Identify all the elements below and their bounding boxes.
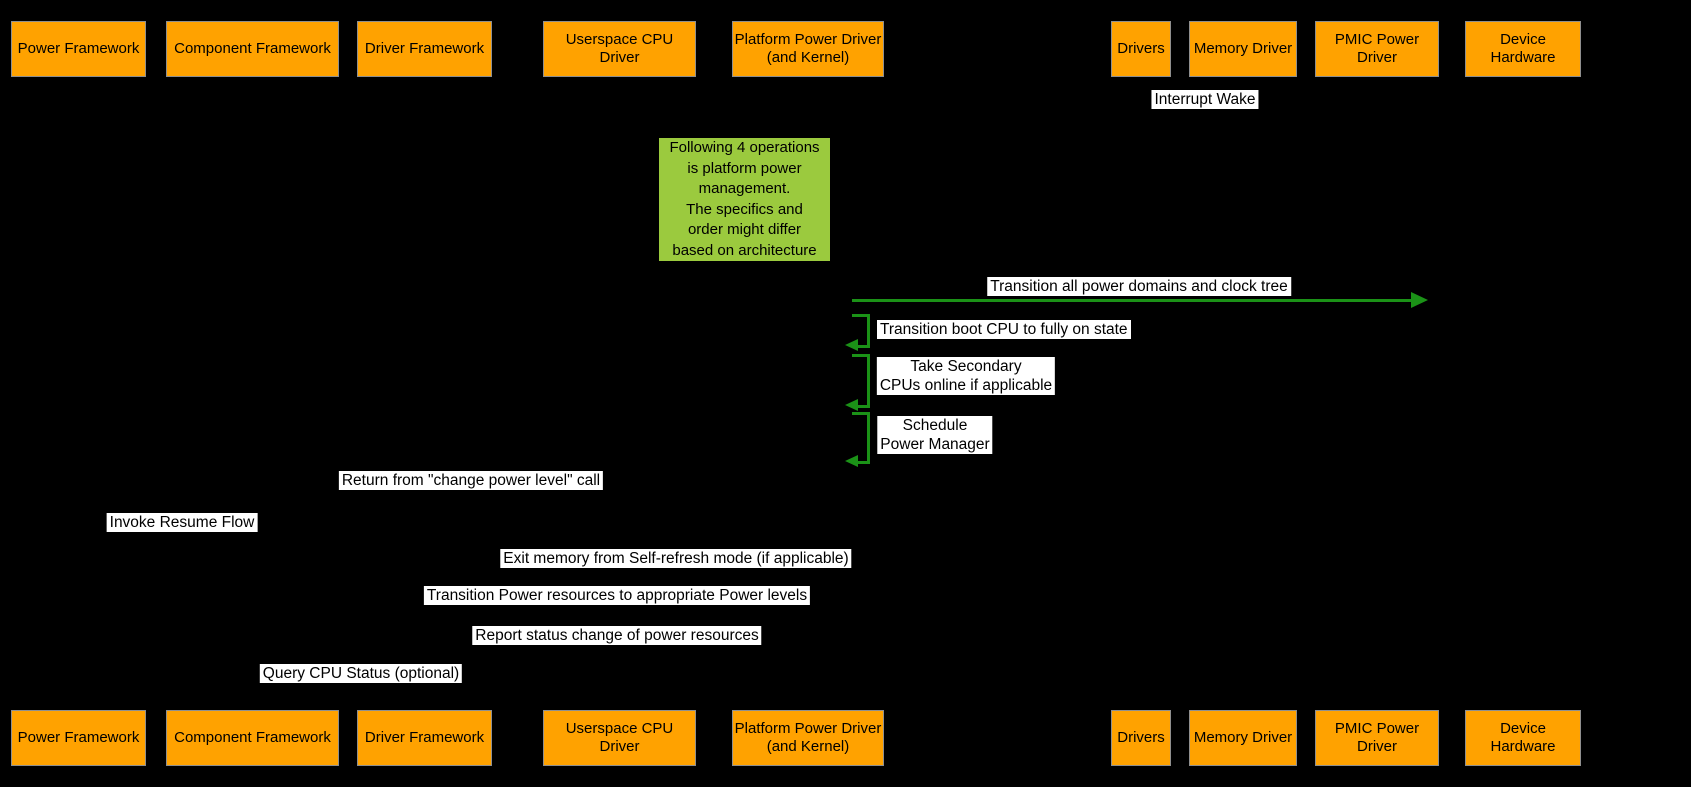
actor-memory-driver-bottom: Memory Driver [1189,710,1297,766]
platform-power-management-note: Following 4 operations is platform power… [659,138,830,261]
message-return-change-power-level: Return from "change power level" call [338,471,604,490]
actor-userspace-cpu-driver-bottom: Userspace CPU Driver [543,710,696,766]
actor-power-framework-top: Power Framework [11,21,146,77]
actor-drivers-bottom: Drivers [1111,710,1171,766]
selfloop-schedule-power-manager [852,412,870,464]
actor-memory-driver-top: Memory Driver [1189,21,1297,77]
arrow-transition-domains-line [852,299,1412,302]
selfloop-transition-boot-cpu [852,314,870,348]
actor-power-framework-bottom: Power Framework [11,710,146,766]
message-invoke-resume-flow: Invoke Resume Flow [106,513,258,532]
selfloop-schedule-power-manager-head-icon [845,455,858,467]
actor-platform-power-driver-top: Platform Power Driver (and Kernel) [732,21,884,77]
actor-platform-power-driver-bottom: Platform Power Driver (and Kernel) [732,710,884,766]
message-transition-domains: Transition all power domains and clock t… [987,277,1291,296]
message-exit-memory-self-refresh: Exit memory from Self-refresh mode (if a… [500,549,852,568]
message-schedule-power-manager: Schedule Power Manager [877,416,993,454]
message-interrupt-wake: Interrupt Wake [1151,90,1259,109]
selfloop-transition-boot-cpu-head-icon [845,339,858,351]
message-transition-power-resources: Transition Power resources to appropriat… [423,586,811,605]
actor-device-hardware-bottom: Device Hardware [1465,710,1581,766]
actor-pmic-power-driver-bottom: PMIC Power Driver [1315,710,1439,766]
message-report-status-change: Report status change of power resources [472,626,762,645]
message-query-cpu-status: Query CPU Status (optional) [259,664,463,683]
actor-pmic-power-driver-top: PMIC Power Driver [1315,21,1439,77]
actor-driver-framework-bottom: Driver Framework [357,710,492,766]
actor-driver-framework-top: Driver Framework [357,21,492,77]
selfloop-take-secondary-head-icon [845,399,858,411]
selfloop-take-secondary [852,354,870,408]
actor-device-hardware-top: Device Hardware [1465,21,1581,77]
actor-component-framework-top: Component Framework [166,21,339,77]
actor-userspace-cpu-driver-top: Userspace CPU Driver [543,21,696,77]
message-take-secondary: Take Secondary CPUs online if applicable [876,357,1056,395]
arrow-transition-domains-head-icon [1411,292,1428,308]
actor-component-framework-bottom: Component Framework [166,710,339,766]
actor-drivers-top: Drivers [1111,21,1171,77]
message-transition-boot-cpu: Transition boot CPU to fully on state [877,320,1131,339]
